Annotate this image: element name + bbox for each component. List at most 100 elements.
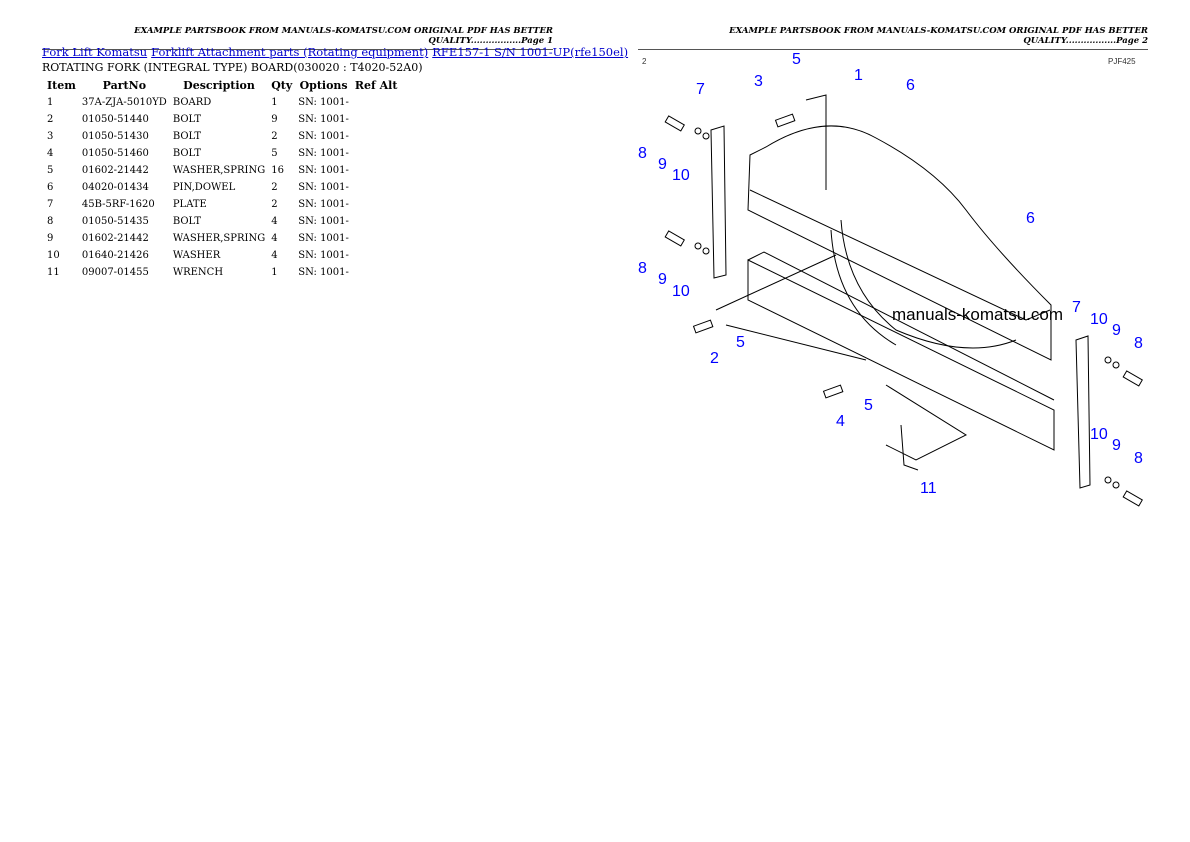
cell-item: 5 (47, 165, 54, 176)
cell-description: BOLT (172, 216, 202, 227)
table-row: 11 09007-01455 WRENCH 1 SN: 1001- (44, 264, 400, 281)
cell-qty: 9 (271, 114, 278, 125)
callout-number: 11 (920, 480, 937, 497)
cell-qty: 1 (271, 267, 278, 278)
watermark: manuals-komatsu.com (892, 305, 1063, 324)
cell-partno: 01050-51460 (81, 148, 149, 159)
column-header-description: Description (183, 79, 255, 92)
cell-qty: 2 (271, 131, 278, 142)
cell-options: SN: 1001- (298, 131, 349, 142)
page2-header: EXAMPLE PARTSBOOK FROM MANUALS-KOMATSU.C… (638, 26, 1148, 50)
callout-number: 10 (1090, 311, 1108, 328)
cell-description: PLATE (172, 199, 207, 210)
cell-qty: 5 (271, 148, 278, 159)
callout-number: 9 (1112, 437, 1121, 454)
cell-options: SN: 1001- (298, 233, 349, 244)
cell-item: 8 (47, 216, 54, 227)
corner-label-left: 2 (642, 57, 647, 66)
cell-options: SN: 1001- (298, 267, 349, 278)
table-row: 5 01602-21442 WASHER,SPRING 16 SN: 1001- (44, 162, 400, 179)
hardware-parts (664, 113, 1143, 507)
cell-options: SN: 1001- (298, 250, 349, 261)
cell-partno: 37A-ZJA-5010YD (81, 97, 167, 108)
cell-options: SN: 1001- (298, 97, 349, 108)
cell-description: WASHER,SPRING (172, 233, 266, 244)
callout-number: 10 (672, 283, 690, 300)
column-header-partno: PartNo (102, 79, 147, 92)
cell-options: SN: 1001- (298, 165, 349, 176)
cell-qty: 2 (271, 182, 278, 193)
cell-item: 6 (47, 182, 54, 193)
cell-description: WRENCH (172, 267, 224, 278)
breadcrumb-link-attachment[interactable]: Forklift Attachment parts (Rotating equi… (151, 45, 429, 59)
cell-options: SN: 1001- (298, 182, 349, 193)
page1-header: EXAMPLE PARTSBOOK FROM MANUALS-KOMATSU.C… (42, 26, 553, 50)
cell-item: 7 (47, 199, 54, 210)
column-header-qty: Qty (271, 79, 293, 92)
callout-number: 7 (1072, 299, 1081, 316)
cell-description: WASHER,SPRING (172, 165, 266, 176)
breadcrumb-link-forklift[interactable]: Fork Lift Komatsu (42, 45, 148, 59)
cell-qty: 1 (271, 97, 278, 108)
cell-item: 10 (47, 250, 60, 261)
cell-description: PIN,DOWEL (172, 182, 236, 193)
cell-options: SN: 1001- (298, 114, 349, 125)
diagram-lines (710, 94, 1091, 489)
callout-number: 6 (906, 77, 915, 94)
cell-item: 9 (47, 233, 54, 244)
column-header-ref-alt: Ref Alt (354, 79, 398, 92)
cell-item: 3 (47, 131, 54, 142)
cell-description: BOLT (172, 148, 202, 159)
callout-number: 4 (836, 413, 845, 430)
cell-item: 1 (47, 97, 54, 108)
table-row: 9 01602-21442 WASHER,SPRING 4 SN: 1001- (44, 230, 400, 247)
cell-qty: 2 (271, 199, 278, 210)
callout-number: 5 (864, 397, 873, 414)
column-header-item: Item (47, 79, 76, 92)
callout-number: 1 (854, 67, 863, 84)
cell-partno: 01602-21442 (81, 233, 149, 244)
column-header-options: Options (299, 79, 348, 92)
callout-number: 8 (638, 260, 647, 277)
cell-item: 2 (47, 114, 54, 125)
callout-number: 6 (1026, 210, 1035, 227)
callout-number: 9 (658, 271, 667, 288)
breadcrumb-link-model[interactable]: RFE157-1 S/N 1001-UP(rfe150el) (432, 45, 629, 59)
cell-item: 11 (47, 267, 60, 278)
callout-number: 5 (792, 51, 801, 68)
callout-number: 8 (638, 145, 647, 162)
cell-description: BOARD (172, 97, 212, 108)
table-row: 1 37A-ZJA-5010YD BOARD 1 SN: 1001- (44, 94, 400, 111)
cell-description: BOLT (172, 131, 202, 142)
cell-partno: 01602-21442 (81, 165, 149, 176)
callout-number: 8 (1134, 335, 1143, 352)
cell-partno: 09007-01455 (81, 267, 149, 278)
callout-number: 5 (736, 334, 745, 351)
parts-table: Item PartNo Description Qty Options Ref Alt 1… (44, 77, 400, 281)
cell-qty: 4 (271, 233, 278, 244)
callout-number: 10 (672, 167, 690, 184)
cell-description: WASHER (172, 250, 221, 261)
cell-partno: 01050-51440 (81, 114, 149, 125)
callout-number: 9 (658, 156, 667, 173)
cell-qty: 4 (271, 216, 278, 227)
callout-number: 2 (710, 350, 719, 367)
cell-qty: 16 (271, 165, 284, 176)
corner-label-right: PJF425 (1108, 57, 1136, 66)
page-subtitle: ROTATING FORK (INTEGRAL TYPE) BOARD(0300… (42, 61, 423, 74)
cell-options: SN: 1001- (298, 216, 349, 227)
callout-number: 3 (754, 73, 763, 90)
callout-number: 10 (1090, 426, 1108, 443)
callout-number: 7 (696, 81, 705, 98)
cell-partno: 01640-21426 (81, 250, 149, 261)
